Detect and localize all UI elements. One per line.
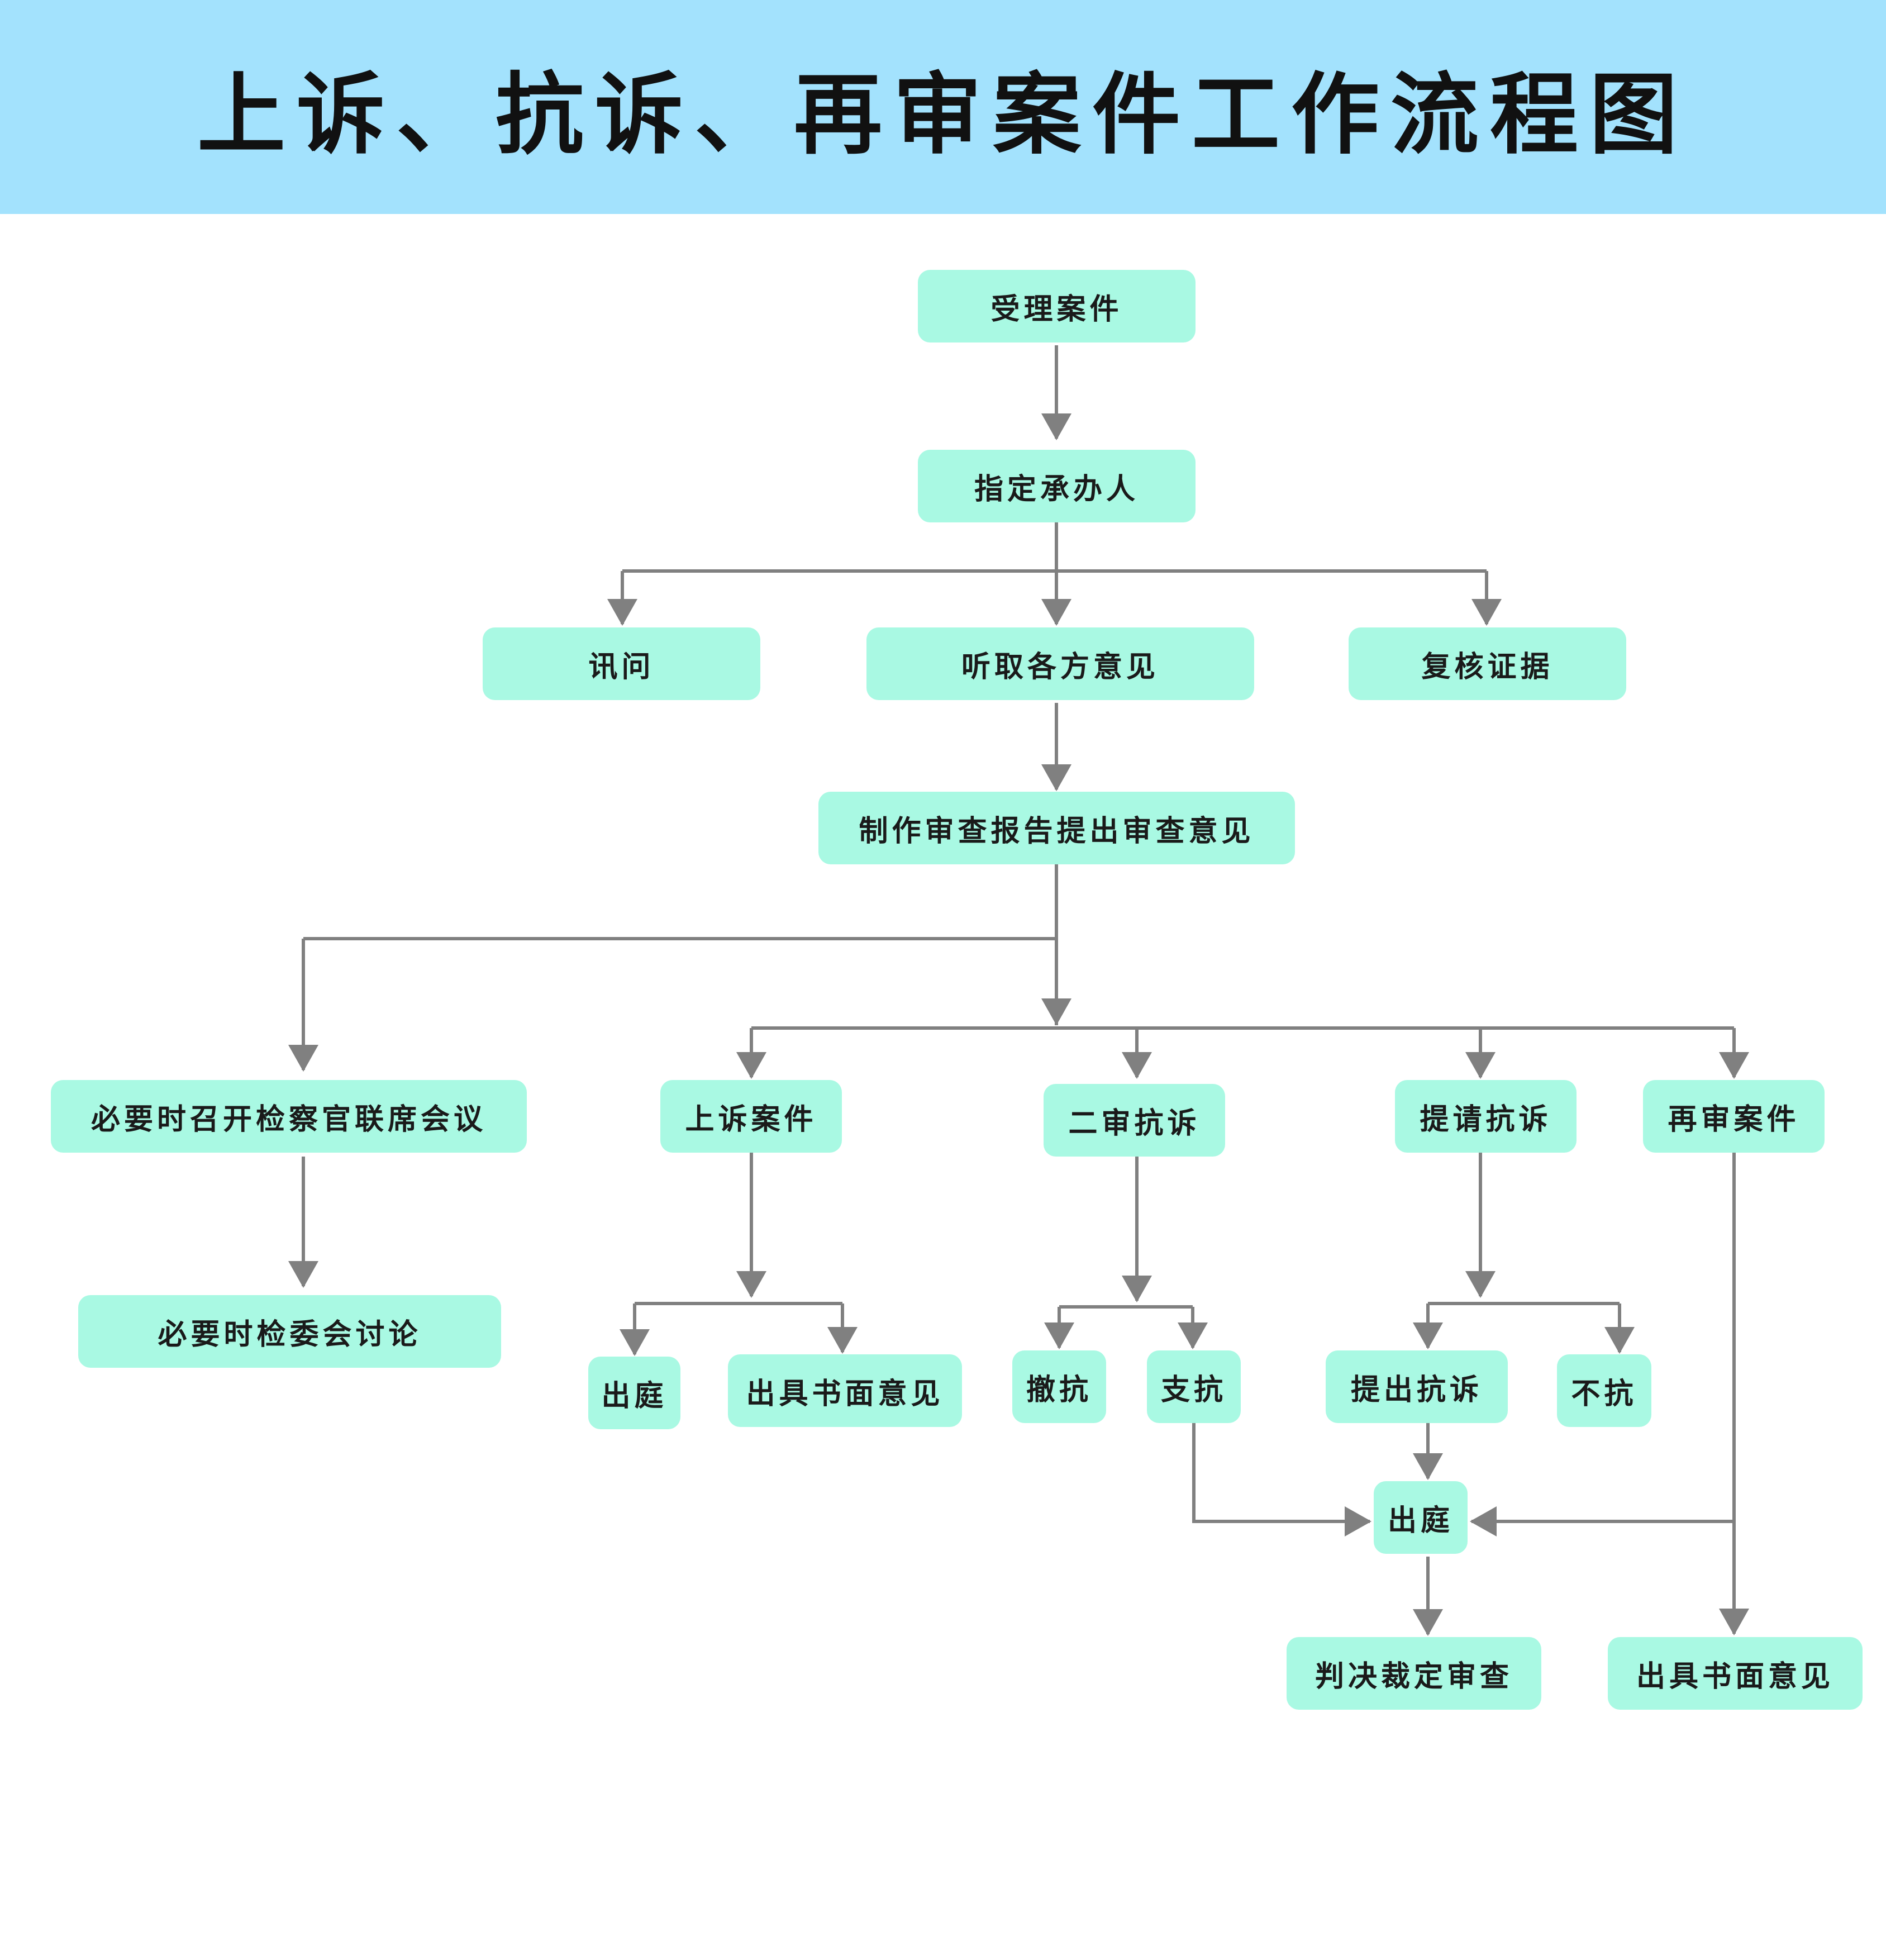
node-judgment-review: 判决裁定审查	[1287, 1637, 1541, 1710]
node-request-protest: 提请抗诉	[1395, 1080, 1577, 1153]
node-accept-case: 受理案件	[918, 270, 1196, 342]
node-appear-in-court-a: 出庭	[588, 1357, 680, 1429]
node-support-protest: 支抗	[1147, 1350, 1241, 1423]
node-review-report: 制作审查报告提出审查意见	[818, 792, 1295, 864]
node-written-opinion-b: 出具书面意见	[1608, 1637, 1863, 1710]
node-second-instance-protest: 二审抗诉	[1044, 1084, 1225, 1157]
page-title: 上诉、抗诉、再审案件工作流程图	[197, 64, 1689, 166]
arrow-support-to-court-b	[1192, 1423, 1371, 1536]
node-committee-discussion: 必要时检委会讨论	[78, 1295, 501, 1368]
node-interrogate: 讯问	[483, 627, 760, 700]
node-raise-protest: 提出抗诉	[1326, 1350, 1508, 1423]
node-recheck-evidence: 复核证据	[1349, 627, 1626, 700]
node-hear-opinions: 听取各方意见	[866, 627, 1254, 700]
node-written-opinion-a: 出具书面意见	[728, 1354, 962, 1427]
node-joint-meeting: 必要时召开检察官联席会议	[51, 1080, 527, 1153]
title-banner	[0, 0, 1886, 214]
node-appeal-case: 上诉案件	[660, 1080, 842, 1153]
node-appear-in-court-b: 出庭	[1374, 1481, 1468, 1554]
node-retrial-case: 再审案件	[1643, 1080, 1825, 1153]
node-no-protest: 不抗	[1557, 1354, 1651, 1427]
node-withdraw-protest: 撤抗	[1012, 1350, 1106, 1423]
node-assign-handler: 指定承办人	[918, 450, 1196, 522]
